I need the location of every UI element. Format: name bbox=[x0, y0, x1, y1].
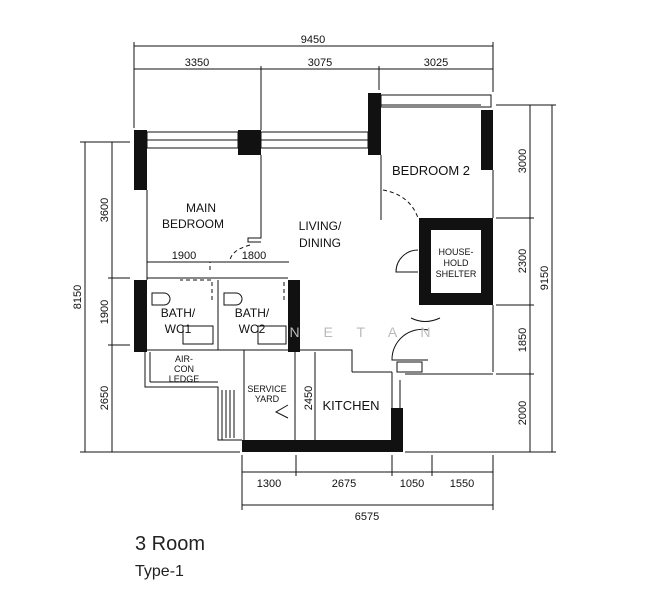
dim-top-2: 3075 bbox=[308, 57, 332, 69]
dim-left-total: 8150 bbox=[72, 285, 84, 309]
dim-service-yard: 2450 bbox=[303, 386, 315, 410]
plan-title: 3 Room bbox=[135, 533, 206, 555]
label-living-1: LIVING/ bbox=[299, 219, 342, 233]
label-bath2-2: WC2 bbox=[239, 322, 266, 336]
label-main-bedroom-1: MAIN bbox=[186, 201, 216, 215]
label-bath2-1: BATH/ bbox=[235, 306, 270, 320]
dim-left-2: 1900 bbox=[99, 300, 111, 324]
label-bedroom-2: BEDROOM 2 bbox=[392, 163, 470, 178]
dim-bottom-4: 1550 bbox=[450, 478, 474, 490]
label-shelter-2: HOLD bbox=[443, 258, 469, 268]
dim-bath-1: 1900 bbox=[172, 250, 196, 262]
label-aircon-2: CON bbox=[174, 364, 194, 374]
dim-top-3: 3025 bbox=[424, 57, 448, 69]
dim-right-3: 1850 bbox=[517, 328, 529, 352]
label-shelter-1: HOUSE- bbox=[438, 247, 473, 257]
dim-right-total: 9150 bbox=[539, 266, 551, 290]
dim-left-3: 2650 bbox=[99, 386, 111, 410]
watermark: N E T A N bbox=[290, 324, 441, 340]
dim-bottom-3: 1050 bbox=[400, 478, 424, 490]
label-living-2: DINING bbox=[299, 236, 341, 250]
dim-bottom-total: 6575 bbox=[355, 511, 379, 523]
label-main-bedroom-2: BEDROOM bbox=[162, 217, 224, 231]
dim-right-2: 2300 bbox=[517, 249, 529, 273]
dim-right-4: 2000 bbox=[517, 401, 529, 425]
label-aircon-3: LEDGE bbox=[169, 374, 200, 384]
label-service-yard-1: SERVICE bbox=[247, 384, 286, 394]
dimension-lines bbox=[80, 42, 556, 510]
dim-left-1: 3600 bbox=[99, 198, 111, 222]
dim-top-1: 3350 bbox=[185, 57, 209, 69]
dim-right-1: 3000 bbox=[517, 149, 529, 173]
partitions bbox=[144, 94, 494, 452]
walls bbox=[134, 93, 493, 452]
label-aircon-1: AIR- bbox=[175, 354, 193, 364]
label-bath1-2: WC1 bbox=[165, 322, 192, 336]
label-bath1-1: BATH/ bbox=[161, 306, 196, 320]
plan-subtitle: Type-1 bbox=[135, 563, 184, 580]
dim-bath-2: 1800 bbox=[242, 250, 266, 262]
dim-bottom-2: 2675 bbox=[332, 478, 356, 490]
dim-top-total: 9450 bbox=[301, 34, 325, 46]
dim-bottom-1: 1300 bbox=[257, 478, 281, 490]
label-shelter-3: SHELTER bbox=[436, 269, 477, 279]
label-service-yard-2: YARD bbox=[255, 394, 280, 404]
label-kitchen: KITCHEN bbox=[322, 398, 379, 413]
